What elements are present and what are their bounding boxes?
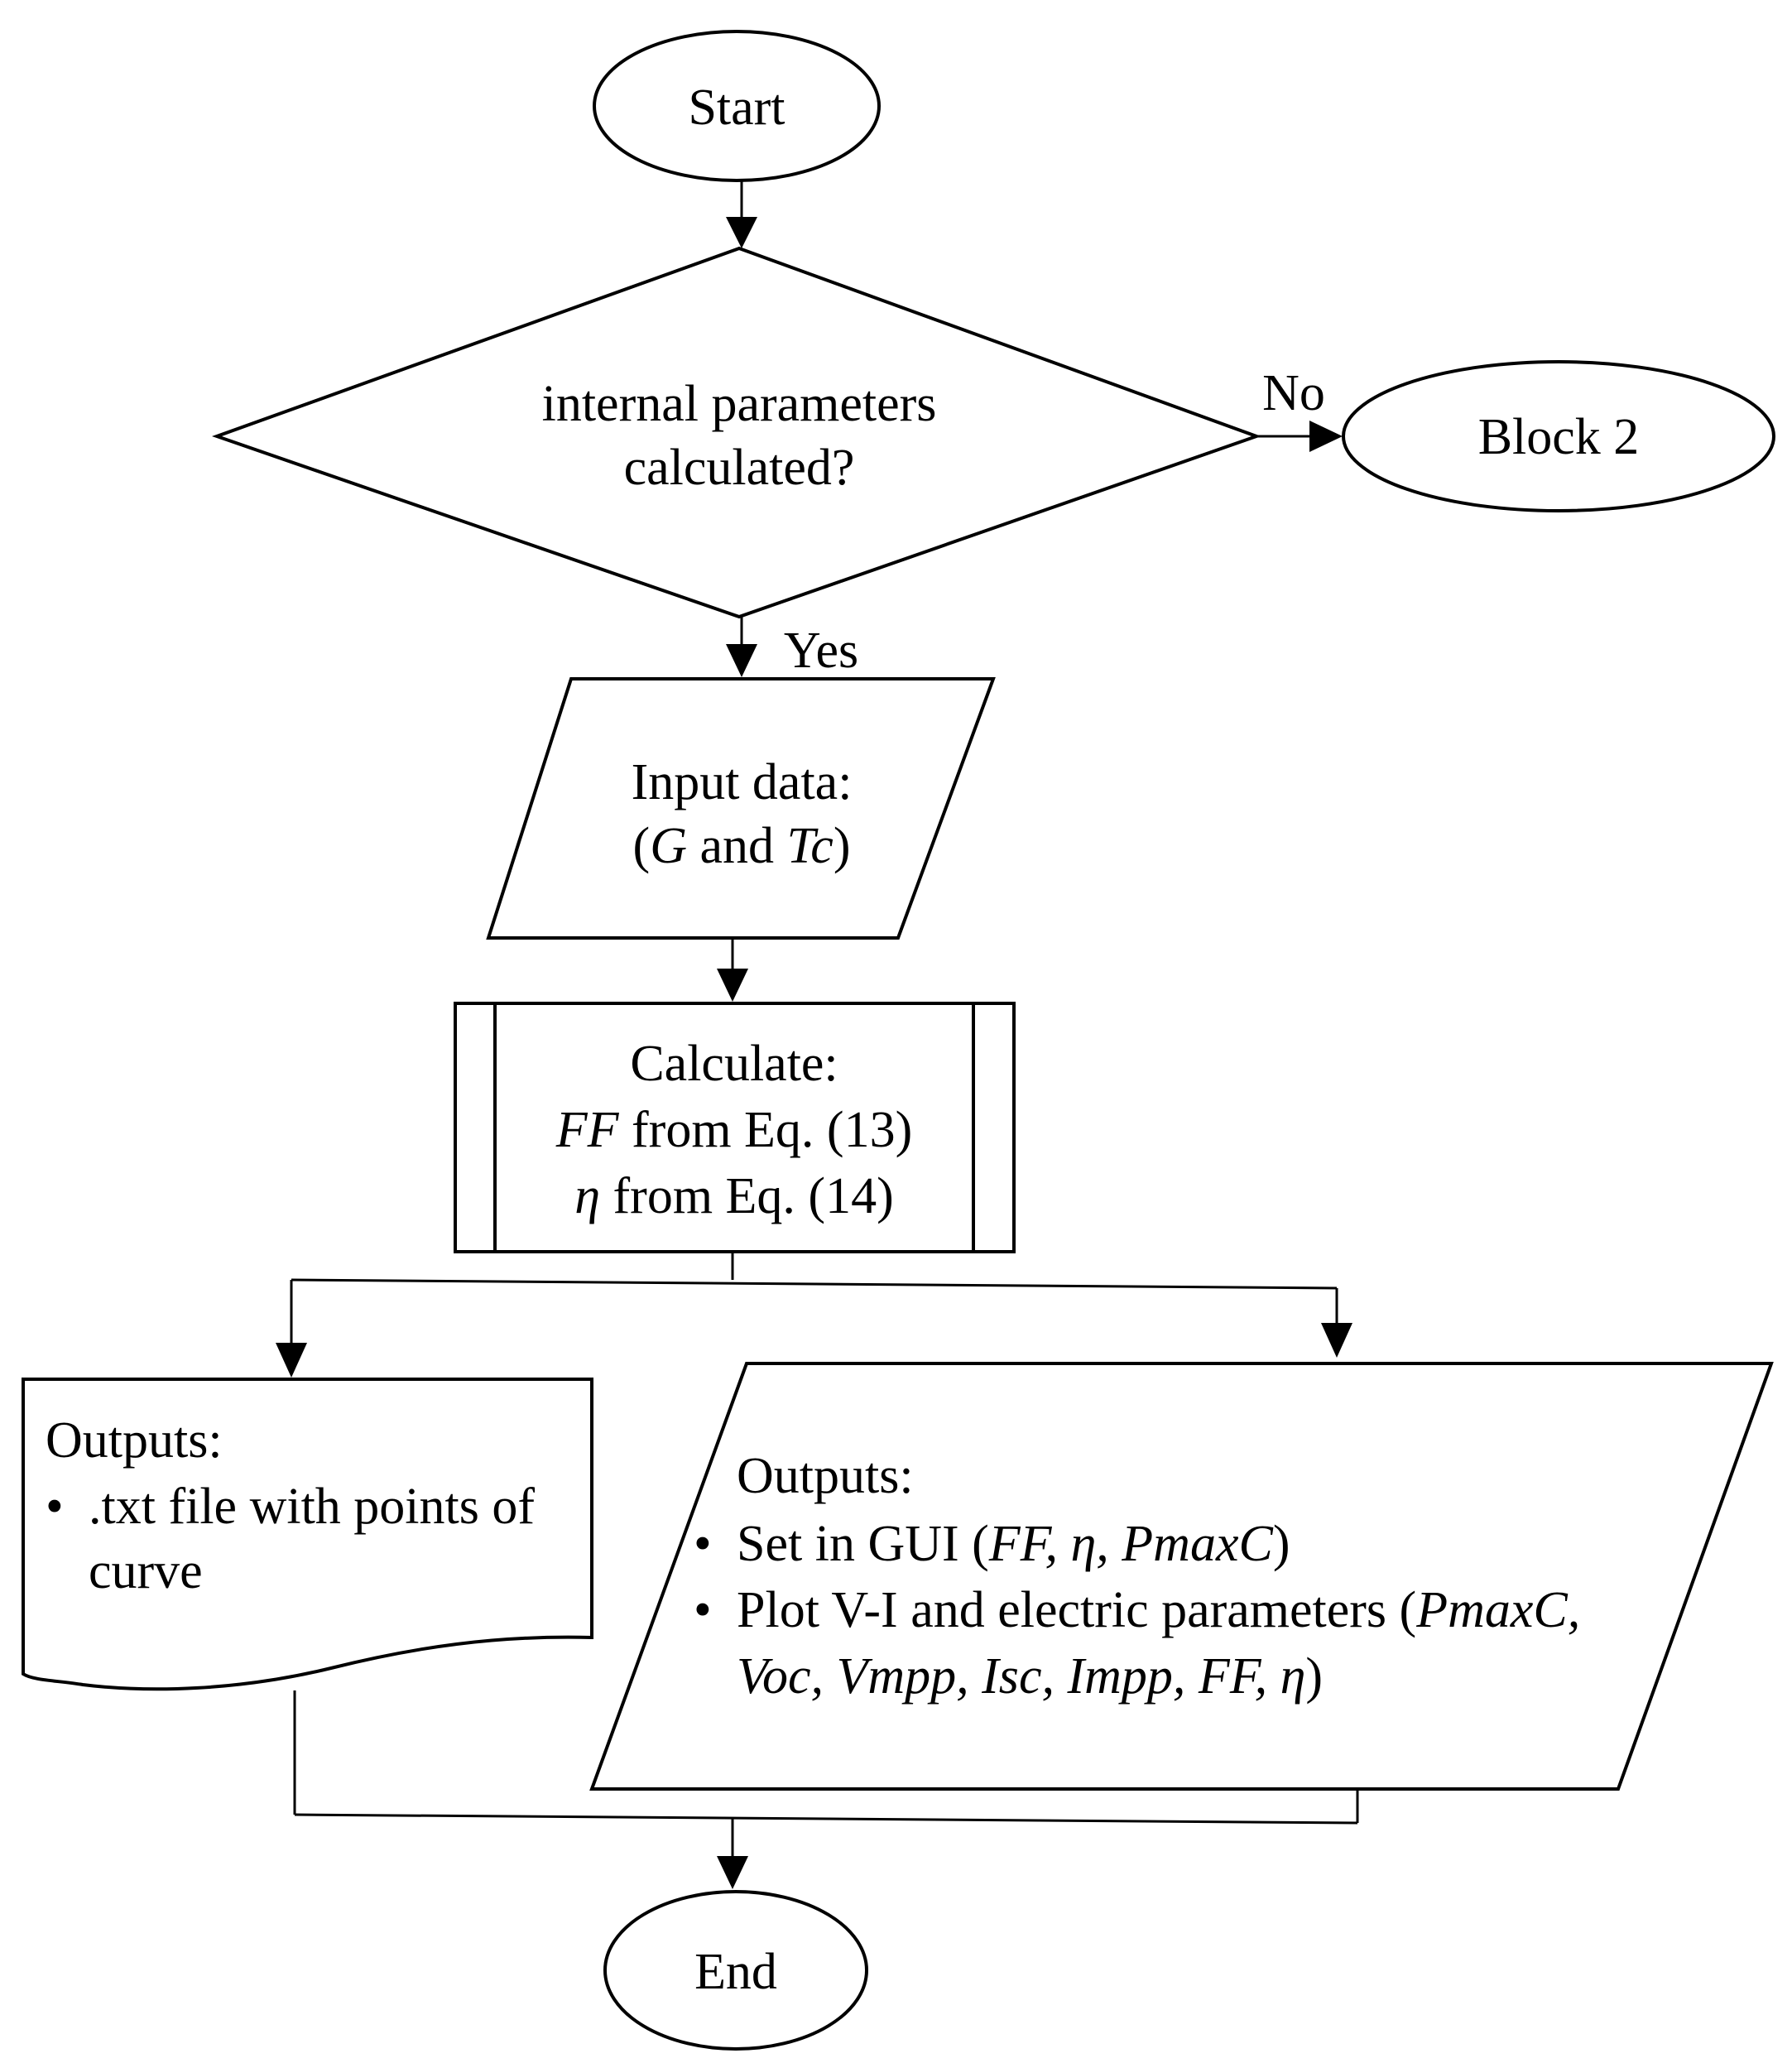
input-label-line2: (G and Tc) [633,818,851,874]
output-gui-item1: Set in GUI (FF, η, PmaxC) [737,1516,1290,1572]
input-label-line1: Input data: [632,754,853,810]
no-label: No [1262,365,1325,421]
process-line-ff: FF from Eq. (13) [555,1102,912,1158]
process-title: Calculate: [630,1036,838,1092]
output-file-bullet: • [46,1479,64,1535]
decision-label-line1: internal parameters [542,376,937,432]
end-label: End [694,1944,777,2000]
output-file-line1: .txt file with points of [89,1479,535,1535]
output-file-node: Outputs: • .txt file with points of curv… [22,1378,593,1691]
output-gui-title: Outputs: [737,1448,914,1504]
decision-label-line2: calculated? [624,440,855,496]
arrowhead-input-process [717,969,748,1002]
output-gui-item2-line1: Plot V-I and electric parameters (PmaxC, [737,1582,1580,1638]
process-node: Calculate: FF from Eq. (13) η from Eq. (… [454,1002,1016,1253]
connector-merge-horizontal [294,1813,1358,1825]
output-gui-bullet1: • [694,1516,712,1572]
arrowhead-end [717,1856,748,1889]
arrowhead-decision-block2 [1309,421,1343,452]
start-terminal: Start [593,30,881,182]
connector-split-horizontal [291,1278,1338,1290]
arrowhead-output-gui [1321,1323,1352,1358]
output-gui-bullet2: • [694,1582,712,1638]
arrowhead-decision-input [726,644,757,677]
output-file-title: Outputs: [46,1412,223,1469]
block2-label: Block 2 [1478,409,1640,465]
block2-terminal: Block 2 [1342,360,1775,512]
process-line-eta: η from Eq. (14) [574,1168,893,1224]
connectors [276,180,1359,1889]
yes-label: Yes [784,623,858,679]
start-label: Start [688,79,785,136]
arrowhead-start-decision [726,217,757,248]
end-terminal: End [603,1890,868,2051]
input-node: Input data: (G and Tc) [486,677,996,940]
output-gui-item2-line2: Voc, Vmpp, Isc, Impp, FF, η) [737,1648,1323,1705]
output-gui-node: Outputs: • Set in GUI (FF, η, PmaxC) • P… [589,1362,1774,1791]
arrowhead-output-file [276,1343,307,1378]
output-file-line2: curve [89,1543,203,1599]
decision-node: internal parameters calculated? [211,246,1261,619]
